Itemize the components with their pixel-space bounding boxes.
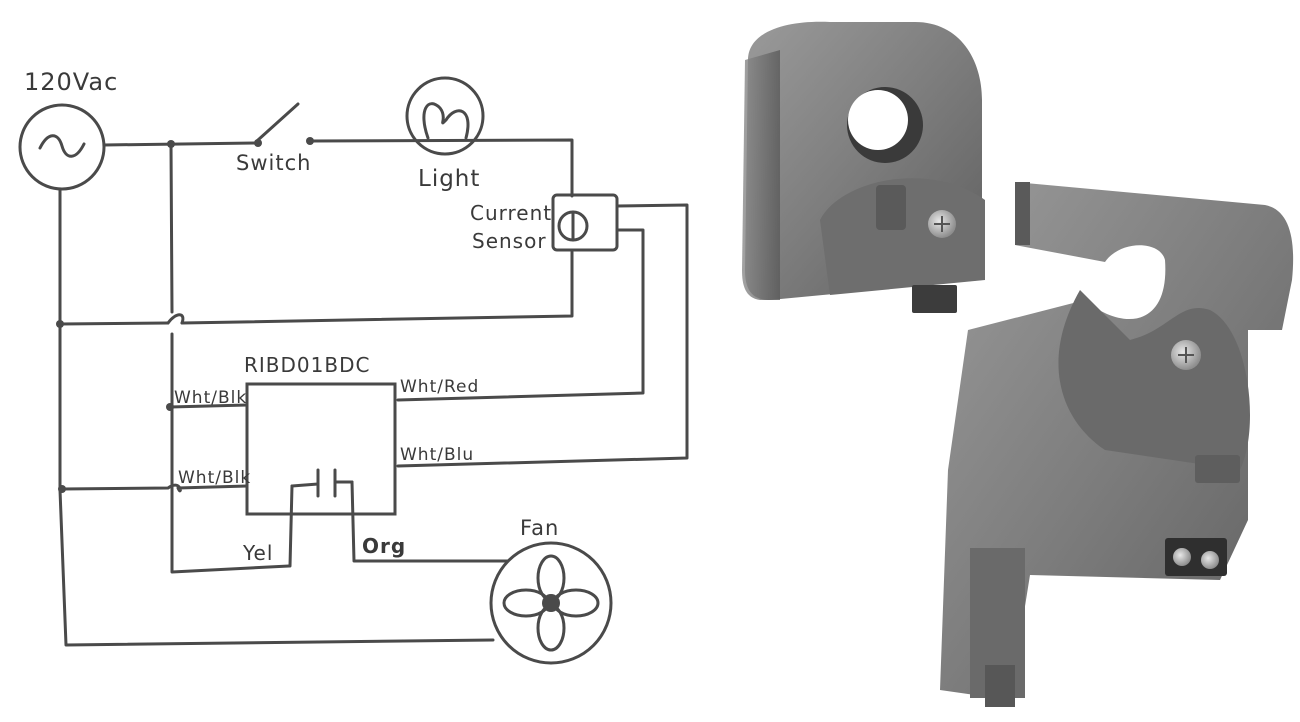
sensor-label-line1: Current [470, 201, 552, 225]
wire-sensor-return [180, 250, 574, 325]
wire-yel [288, 484, 294, 568]
switch-label: Switch [236, 151, 311, 175]
wire-label-org: Org [362, 534, 406, 558]
current-sensor-photo [742, 21, 1294, 707]
relay-label: RIBD01BDC [244, 353, 370, 377]
wire-switch-to-sensor [308, 138, 574, 198]
wire-wht-blk-1 [168, 403, 249, 409]
wire-label-wht-blk-1: Wht/Blk [174, 388, 247, 408]
wire-org [350, 480, 510, 563]
open-sensor-unit [940, 182, 1294, 707]
light-label: Light [418, 166, 480, 192]
relay-contact-symbol [290, 468, 354, 498]
wire-sensor-blu [396, 203, 689, 468]
closed-sensor-unit [742, 21, 985, 313]
wire-label-wht-blk-2: Wht/Blk [178, 468, 251, 488]
hop-1 [166, 313, 185, 325]
wire-sensor-red [396, 228, 645, 402]
fan-label: Fan [520, 516, 559, 540]
relay-box [245, 382, 397, 516]
ac-source-symbol [18, 103, 106, 191]
source-label: 120Vac [24, 68, 118, 96]
wire-hot-vertical [169, 142, 291, 574]
wire-wht-blk-2 [60, 483, 249, 493]
wire-neutral-to-return [58, 321, 170, 326]
wire-label-wht-red: Wht/Red [400, 377, 479, 397]
wire-label-yel: Yel [242, 541, 273, 565]
wire-top-left [102, 141, 257, 147]
fan-symbol [489, 541, 613, 665]
light-bulb-symbol [405, 76, 485, 156]
wiring-diagram: 120Vac Switch Light Current Sensor [18, 68, 689, 665]
wire-label-wht-blu: Wht/Blu [400, 445, 474, 465]
switch-symbol [254, 102, 314, 147]
current-sensor-symbol [551, 193, 619, 252]
wire-neutral-vertical [58, 187, 495, 647]
sensor-label-line2: Sensor [472, 229, 547, 253]
